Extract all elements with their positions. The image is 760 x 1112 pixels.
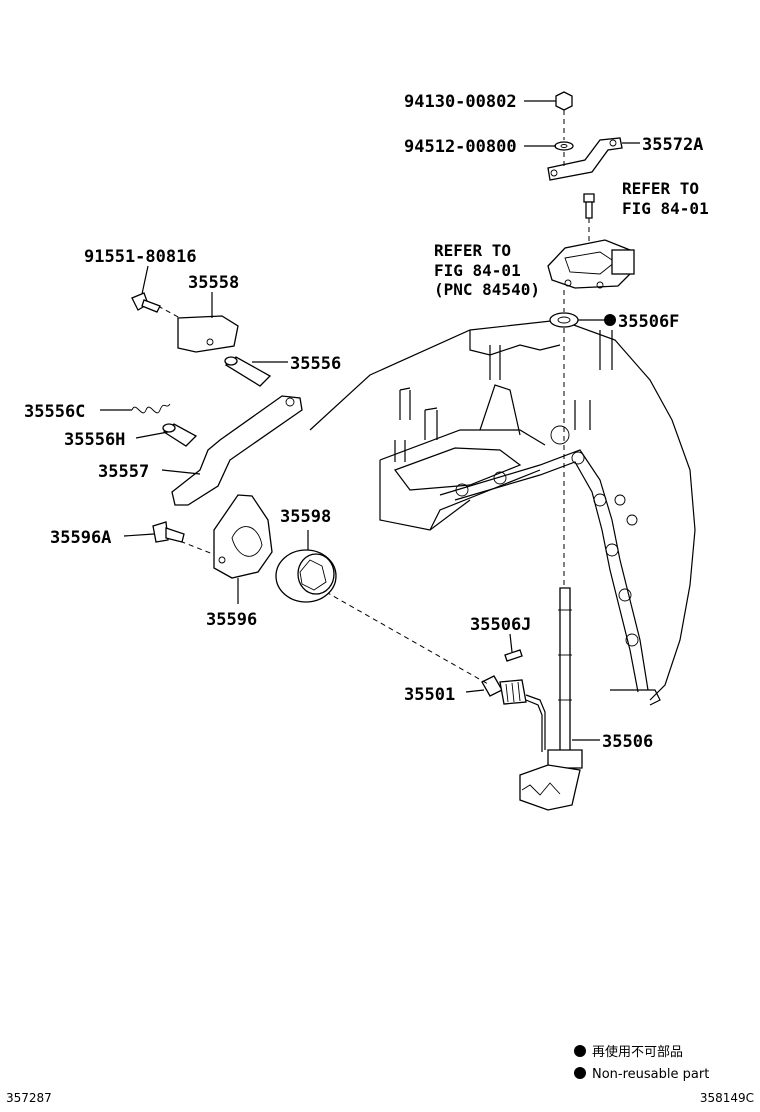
pin-35556H — [162, 423, 198, 447]
plate-35596 — [213, 494, 273, 579]
label-refer2a: REFER TO — [434, 241, 511, 260]
label-35596A: 35596A — [50, 528, 111, 548]
label-35556C: 35556C — [24, 402, 85, 422]
legend-line-1: 再使用不可部品 — [592, 1044, 683, 1060]
non-reusable-marker-35506F — [604, 314, 616, 326]
detent-35598 — [275, 549, 337, 603]
sensor-refer — [547, 239, 635, 289]
leader-35557 — [161, 469, 201, 475]
legend-marker-1 — [574, 1045, 586, 1057]
label-35506J: 35506J — [470, 615, 531, 635]
bolt-refer — [583, 193, 595, 219]
label-35556H: 35556H — [64, 430, 125, 450]
pin-35506J — [504, 649, 523, 662]
label-refer1b: FIG 84-01 — [622, 199, 709, 218]
leader-35596A — [123, 533, 155, 537]
label-35556: 35556 — [290, 354, 341, 374]
legend-marker-2 — [574, 1067, 586, 1079]
label-35558: 35558 — [188, 273, 239, 293]
legend: 再使用不可部品 Non-reusable part — [574, 1044, 709, 1082]
cable-35501 — [481, 675, 546, 752]
leader-35506J — [509, 633, 513, 653]
leader-35501 — [465, 689, 485, 693]
spring-35556C — [131, 403, 171, 414]
label-refer2b: FIG 84-01 — [434, 261, 521, 280]
label-refer1a: REFER TO — [622, 179, 699, 198]
bolt-35596A — [152, 521, 185, 543]
label-refer2c: (PNC 84540) — [434, 280, 540, 299]
label-35598: 35598 — [280, 507, 331, 527]
bracket-35558 — [177, 315, 239, 353]
lever-35557 — [171, 395, 303, 506]
label-91551: 91551-80816 — [84, 247, 197, 267]
washer-94512 — [554, 141, 574, 151]
label-94130: 94130-00802 — [404, 92, 517, 112]
shaft-35506 — [519, 587, 583, 811]
bracket-35572A — [547, 137, 623, 181]
label-94512: 94512-00800 — [404, 137, 517, 157]
label-35557: 35557 — [98, 462, 149, 482]
legend-line-2: Non-reusable part — [592, 1067, 709, 1082]
oil-seal-35506F — [549, 312, 579, 328]
nut-94130 — [555, 91, 573, 111]
label-35572A: 35572A — [642, 135, 703, 155]
leader-35556H — [135, 431, 169, 439]
label-35596: 35596 — [206, 610, 257, 630]
label-35506: 35506 — [602, 732, 653, 752]
footer-left-code: 357287 — [6, 1091, 52, 1105]
label-35506F: 35506F — [618, 312, 679, 332]
bolt-91551 — [131, 292, 161, 313]
transmission-case — [309, 319, 696, 706]
leader-91551 — [141, 265, 149, 295]
label-35501: 35501 — [404, 685, 455, 705]
footer-right-code: 358149C — [700, 1091, 754, 1105]
pin-35556 — [224, 356, 272, 387]
